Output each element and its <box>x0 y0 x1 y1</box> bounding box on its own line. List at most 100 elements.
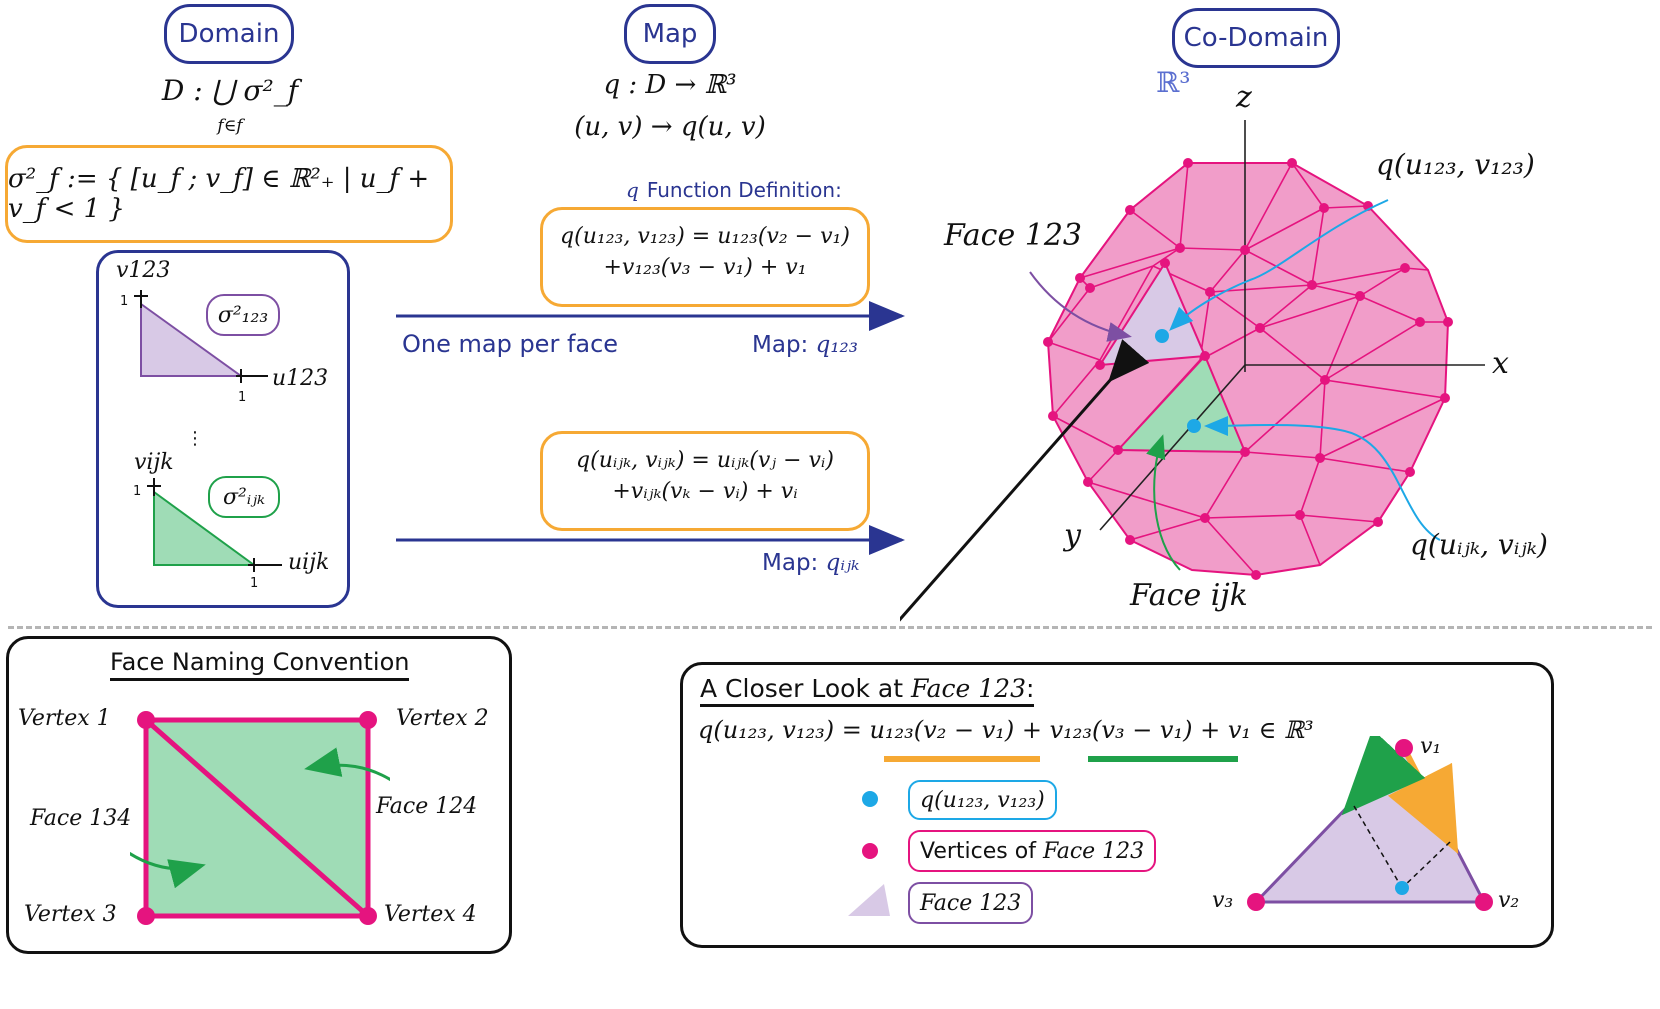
vertex-4-dot <box>359 907 377 925</box>
closer-triangle-svg <box>1247 736 1493 911</box>
codomain-header-label: Co-Domain <box>1183 23 1329 53</box>
map-rule: (u, v) → q(u, v) <box>574 112 766 142</box>
map123-caption-label: Map: <box>752 332 809 358</box>
face123-pointer <box>1029 271 1132 342</box>
closer-v1-dot <box>1395 739 1413 757</box>
eqijk-line2: +vᵢⱼₖ(vₖ − vᵢ) + vᵢ <box>612 479 798 504</box>
vertex-2-label: Vertex 2 <box>396 706 489 731</box>
domain-triangles-svg <box>134 290 282 572</box>
tri2-u-label: uijk <box>288 550 330 575</box>
face134-pointer <box>130 851 206 889</box>
closer-look-title-face: Face 123 <box>910 674 1026 703</box>
u-term-underline <box>884 756 1040 762</box>
vertex-1-dot <box>137 711 155 729</box>
sigma-123-badge: σ²₁₂₃ <box>206 294 280 336</box>
dashed-v <box>1401 841 1451 889</box>
qijk-label: q(uᵢⱼₖ, vᵢⱼₖ) <box>1410 528 1548 561</box>
closer-v3-label: v₃ <box>1212 888 1234 913</box>
eq123-line2: +v₁₂₃(v₃ − v₁) + v₁ <box>603 255 807 280</box>
function-definition-q: q <box>626 178 639 202</box>
legend-face-label: Face 123 <box>908 882 1034 924</box>
vertex-4-label: Vertex 4 <box>384 902 477 927</box>
q123-label: q(u₁₂₃, v₁₂₃) <box>1376 148 1535 181</box>
map123-caption-q: q₁₂₃ <box>815 332 858 358</box>
codomain-space-label: ℝ³ <box>1156 66 1191 99</box>
mapijk-caption: Map: qᵢⱼₖ <box>762 550 859 576</box>
face-naming-title: Face Naming Convention <box>110 648 410 681</box>
tri1-u-tick: 1 <box>238 390 247 405</box>
domain-set-definition: D : ⋃ σ²_f <box>161 74 299 107</box>
map-arrows-svg <box>396 301 905 555</box>
face123-label: Face 123 <box>944 218 1083 253</box>
mapijk-caption-label: Map: <box>762 550 819 576</box>
legend-vertices-dot <box>862 843 878 859</box>
function-definition-caption: q Function Definition: <box>626 178 842 202</box>
legend-point-label: q(u₁₂₃, v₁₂₃) <box>908 780 1057 820</box>
faceijk-pointer <box>1146 434 1181 571</box>
face-naming-panel <box>6 636 512 954</box>
face-naming-svg <box>130 711 390 925</box>
one-map-per-face: One map per face <box>402 330 619 358</box>
q123-pointer <box>1169 199 1389 331</box>
y-axis-label: y <box>1064 518 1081 553</box>
qijk-pointer <box>1204 415 1441 541</box>
closer-v2-dot <box>1475 893 1493 911</box>
sigma-123-triangle <box>140 302 245 377</box>
vertex-2-dot <box>359 711 377 729</box>
domain-header: Domain <box>164 4 294 64</box>
eq123-box: q(u₁₂₃, v₁₂₃) = u₁₂₃(v₂ − v₁) +v₁₂₃(v₃ −… <box>540 207 870 307</box>
closer-look-title-prefix: A Closer Look at <box>700 674 904 703</box>
sigma-ijk-triangle <box>153 490 258 566</box>
dashed-u <box>1353 805 1403 889</box>
domain-union-subscript: f∈f <box>217 116 243 136</box>
closer-look-panel <box>680 662 1554 948</box>
closer-look-title-colon: : <box>1025 674 1035 703</box>
vertex-1-label: Vertex 1 <box>18 706 111 731</box>
map-header-label: Map <box>642 19 698 49</box>
tri2-v-label: vijk <box>134 450 174 475</box>
codomain-svg <box>900 120 1485 640</box>
v-term-underline <box>1088 756 1238 762</box>
qijk-point <box>1187 419 1201 433</box>
face124-label: Face 124 <box>376 794 478 819</box>
closer-look-equation: q(u₁₂₃, v₁₂₃) = u₁₂₃(v₂ − v₁) + v₁₂₃(v₃ … <box>698 716 1314 744</box>
eqijk-line1: q(uᵢⱼₖ, vᵢⱼₖ) = uᵢⱼₖ(vⱼ − vᵢ) <box>576 448 834 473</box>
legend-point-dot <box>862 791 878 807</box>
closer-look-link <box>900 339 1150 640</box>
domain-header-label: Domain <box>178 19 280 49</box>
tri2-v-tick: 1 <box>133 484 142 499</box>
closer-v3-dot <box>1247 893 1265 911</box>
closer-v1-label: v₁ <box>1420 734 1442 759</box>
faceijk-label: Face ijk <box>1130 578 1248 613</box>
legend-vertices-face: Face 123 <box>1042 838 1145 864</box>
vertex-3-dot <box>137 907 155 925</box>
section-divider <box>8 626 1652 629</box>
legend-vertices-prefix: Vertices of <box>920 838 1036 864</box>
function-definition-label: Function Definition: <box>646 178 842 202</box>
tri2-u-tick: 1 <box>250 576 259 591</box>
codomain-header: Co-Domain <box>1172 8 1340 68</box>
x-axis-label: x <box>1492 346 1509 381</box>
map-signature: q : D → ℝ³ <box>603 70 737 100</box>
face124-pointer <box>304 747 390 782</box>
closer-v2-label: v₂ <box>1498 888 1520 913</box>
domain-ellipsis: ⋮ <box>186 428 204 449</box>
green-edge-vector <box>1341 736 1426 816</box>
polyhedron-silhouette <box>1046 162 1450 577</box>
closer-q-point <box>1395 881 1409 895</box>
face134-label: Face 134 <box>30 806 132 831</box>
z-axis-label: z <box>1236 80 1252 115</box>
map123-caption: Map: q₁₂₃ <box>752 332 858 358</box>
eqijk-box: q(uᵢⱼₖ, vᵢⱼₖ) = uᵢⱼₖ(vⱼ − vᵢ) +vᵢⱼₖ(vₖ −… <box>540 431 870 531</box>
naming-diagonal <box>144 718 370 918</box>
legend-face-swatch <box>848 884 890 916</box>
sigma-ijk-badge: σ²ᵢⱼₖ <box>208 476 280 518</box>
sigma-definition: σ²_f := { [u_f ; v_f] ∈ ℝ²₊ | u_f + v_f … <box>8 164 430 224</box>
mapijk-caption-q: qᵢⱼₖ <box>825 550 860 576</box>
tri1-u-label: u123 <box>272 366 329 391</box>
vertex-3-label: Vertex 3 <box>24 902 117 927</box>
closer-face-123 <box>1252 745 1487 904</box>
tri1-v-tick: 1 <box>120 294 129 309</box>
closer-look-title: A Closer Look at Face 123: <box>700 674 1035 707</box>
q123-point <box>1155 329 1169 343</box>
